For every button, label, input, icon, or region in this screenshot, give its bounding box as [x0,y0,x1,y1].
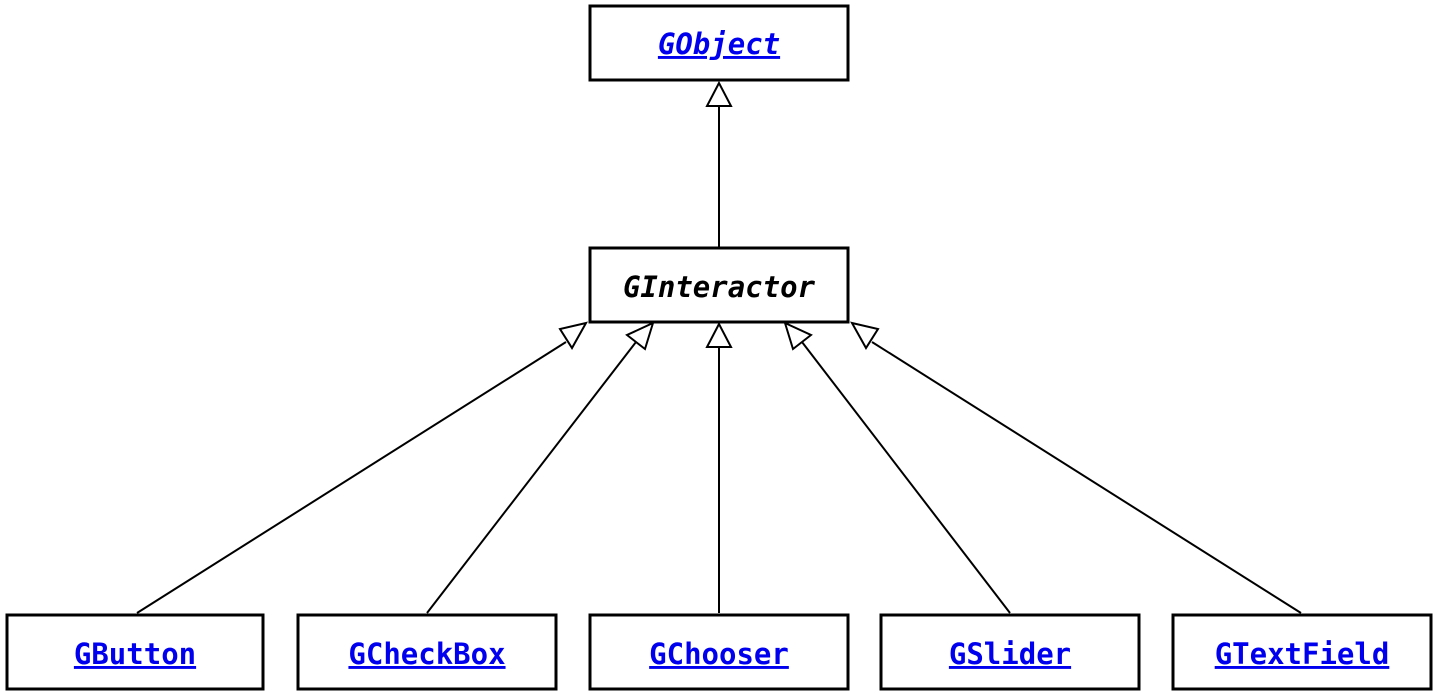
node-gchooser[interactable]: GChooser [588,613,850,691]
gobject-link[interactable]: GObject [658,27,780,61]
gchooser-box [588,613,850,691]
edge-gtextfield-ginteractor [871,341,1302,614]
arrowhead-gbutton [558,321,588,350]
arrowhead-gcheckbox [625,321,655,351]
node-gobject[interactable]: GObject [588,4,850,82]
node-gbutton[interactable]: GButton [5,613,265,691]
gchooser-link[interactable]: GChooser [649,637,789,671]
node-gtextfield[interactable]: GTextField [1171,613,1433,691]
edge-gbutton-ginteractor [136,341,567,614]
node-gcheckbox[interactable]: GCheckBox [296,613,558,691]
gcheckbox-link[interactable]: GCheckBox [348,637,505,671]
gslider-link[interactable]: GSlider [949,637,1071,671]
gbutton-link[interactable]: GButton [74,637,196,671]
arrowhead-gtextfield [850,321,880,350]
ginteractor-label: GInteractor [623,270,816,304]
edge-gslider-ginteractor [801,341,1011,614]
gobject-box [588,4,850,82]
edges [136,106,1302,614]
node-ginteractor: GInteractor [588,246,850,324]
gbutton-box [5,613,265,691]
edge-gcheckbox-ginteractor [426,341,637,614]
gtextfield-box [1171,613,1433,691]
arrowhead-gobject [705,80,733,107]
arrowhead-gchooser [705,321,733,348]
gtextfield-link[interactable]: GTextField [1215,637,1390,671]
gslider-box [879,613,1141,691]
node-gslider[interactable]: GSlider [879,613,1141,691]
gcheckbox-box [296,613,558,691]
arrowheads [558,80,880,351]
arrowhead-gslider [783,321,813,351]
ginteractor-box [588,246,850,324]
